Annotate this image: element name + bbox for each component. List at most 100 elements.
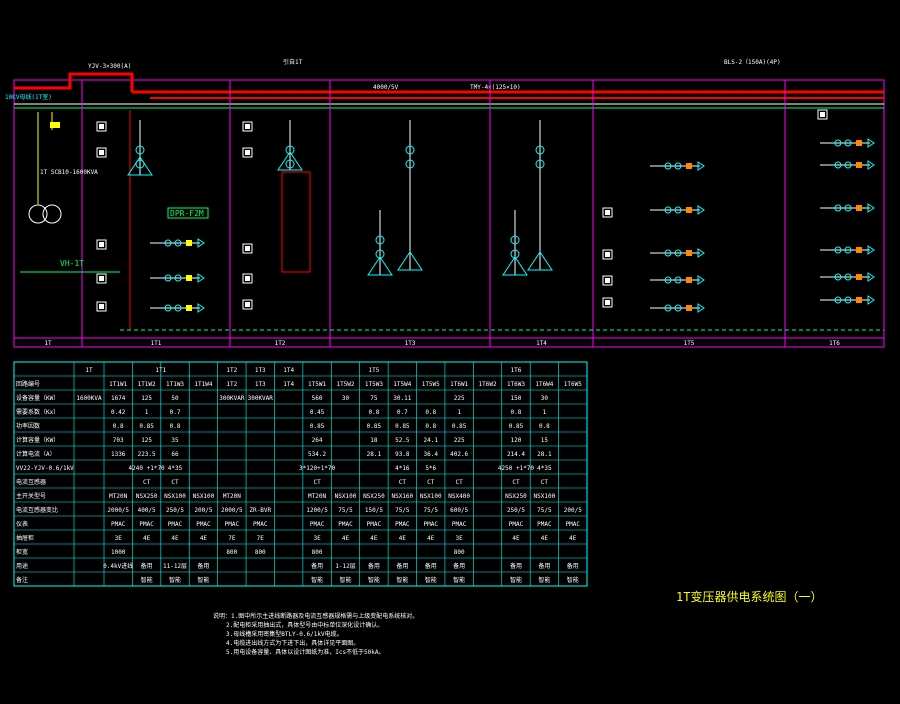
outgoing-arrow-icon	[867, 245, 875, 255]
table-cell: CT	[171, 479, 179, 486]
table-cell: 0.85	[139, 423, 154, 430]
outgoing-arrow-icon	[197, 273, 205, 283]
relay-icon	[50, 122, 60, 128]
table-cell: PMAC	[509, 521, 524, 528]
table-cell: NSX250	[136, 493, 158, 500]
table-row-label: VV22-YJV-0.6/1kV	[16, 465, 74, 472]
outgoing-arrow-icon	[197, 238, 205, 248]
meter-box-icon	[242, 273, 253, 284]
vh-label: VH-1T	[60, 259, 84, 268]
table-cell: 1000	[111, 549, 126, 556]
table-cell: 1T1W1	[109, 381, 127, 388]
drawing-title: 1T变压器供电系统图（一）	[676, 589, 822, 604]
table-cell: CT	[143, 479, 151, 486]
components	[96, 109, 875, 313]
table-cell: 备用	[453, 562, 465, 570]
outgoing-arrow-icon	[697, 205, 705, 215]
ct-icon	[834, 204, 842, 212]
outgoing-arrow-icon	[697, 161, 705, 171]
table-cell: 1T5W4	[393, 381, 411, 388]
meter-indicator-icon	[99, 124, 104, 129]
ct-icon	[174, 304, 182, 312]
table-cell: 1T6W2	[479, 381, 497, 388]
table-cell: 300KVAR	[219, 395, 245, 402]
ct-icon	[834, 139, 842, 147]
table-cell: 智能	[141, 576, 153, 584]
table-cell: 4*35	[168, 465, 183, 472]
ct-icon	[664, 206, 672, 214]
table-cell: PMAC	[139, 521, 154, 528]
meter-indicator-icon	[245, 150, 250, 155]
meter-box-icon	[817, 109, 828, 120]
table-cell: 0.8	[113, 423, 124, 430]
table-header-cell: 1T6	[511, 367, 522, 374]
breaker-icon	[686, 277, 692, 283]
section-label: 1T5	[684, 340, 695, 347]
table-cell: 0.4kV进线	[103, 562, 133, 570]
table-cell: PMAC	[367, 521, 382, 528]
table-cell: 备用	[311, 562, 323, 570]
table-cell: 4*35	[537, 465, 552, 472]
table-cell: 30	[541, 395, 549, 402]
outgoing-arrow-icon	[867, 138, 875, 148]
meter-indicator-icon	[605, 278, 610, 283]
table-cell: 3E	[115, 535, 123, 542]
table-cell: 1T5W5	[422, 381, 440, 388]
table-cell: PMAC	[338, 521, 353, 528]
table-cell: PMAC	[168, 521, 183, 528]
meter-box-icon	[96, 239, 107, 250]
table-cell: 24.1	[424, 437, 439, 444]
table-cell: 75	[370, 395, 378, 402]
breaker-icon	[856, 205, 862, 211]
section-label: 1T	[44, 340, 52, 347]
table-row-label: 仪表	[16, 520, 28, 528]
ct-icon	[834, 161, 842, 169]
ct-icon	[375, 235, 385, 245]
table-row-label: 抽屉柜	[16, 534, 34, 542]
table-cell: 200/5	[194, 507, 212, 514]
table-cell: 1T1W3	[166, 381, 184, 388]
ct-icon	[174, 239, 182, 247]
table-cell: 0.85	[452, 423, 467, 430]
feed-label: 引自1T	[283, 58, 303, 66]
meter-box-icon	[242, 299, 253, 310]
table-cell: 1T3	[255, 381, 266, 388]
cable-label: YJV-3×300(A)	[88, 63, 131, 70]
table-cell: 2000/5	[107, 507, 129, 514]
ct-icon	[844, 296, 852, 304]
table-cell: PMAC	[225, 521, 240, 528]
table-cell: 智能	[538, 576, 550, 584]
table-cell: NSX100	[534, 493, 556, 500]
table-cell: 4E	[569, 535, 577, 542]
table-cell: 0.7	[170, 409, 181, 416]
table-cell: 5*6	[425, 465, 436, 472]
table-cell: 智能	[396, 576, 408, 584]
table-cell: 1	[145, 409, 149, 416]
breaker-icon	[186, 305, 192, 311]
table-cell: CT	[541, 479, 549, 486]
table-cell: 1T6W1	[450, 381, 468, 388]
ct-icon	[135, 145, 145, 155]
ct-icon	[844, 139, 852, 147]
table-cell: 4*16	[395, 465, 410, 472]
table-header-cell: 1T1	[155, 367, 166, 374]
table-header-cell: 1T	[85, 367, 93, 374]
table-cell: 150	[511, 395, 522, 402]
table-cell: 智能	[311, 576, 323, 584]
note-line: 说明：1.图中所示主进线断路器及电流互感器规格需与上级变配电系统核对。	[213, 612, 418, 620]
table-cell: 800	[312, 549, 323, 556]
meter-indicator-icon	[99, 276, 104, 281]
breaker-icon	[686, 163, 692, 169]
table-cell: 150/5	[365, 507, 383, 514]
table-cell: 36.4	[424, 451, 439, 458]
table-cell: PMAC	[310, 521, 325, 528]
note-line: 4.电缆进出线方式为下进下出，具体详见平面图。	[226, 639, 359, 647]
table-cell: 备用	[141, 562, 153, 570]
meter-indicator-icon	[99, 150, 104, 155]
table-cell: NSX250	[363, 493, 385, 500]
table-cell: 703	[113, 437, 124, 444]
table-cell: 0.85	[509, 423, 524, 430]
table-cell: 200/5	[564, 507, 582, 514]
table-cell: PMAC	[196, 521, 211, 528]
ct-icon	[510, 249, 520, 259]
